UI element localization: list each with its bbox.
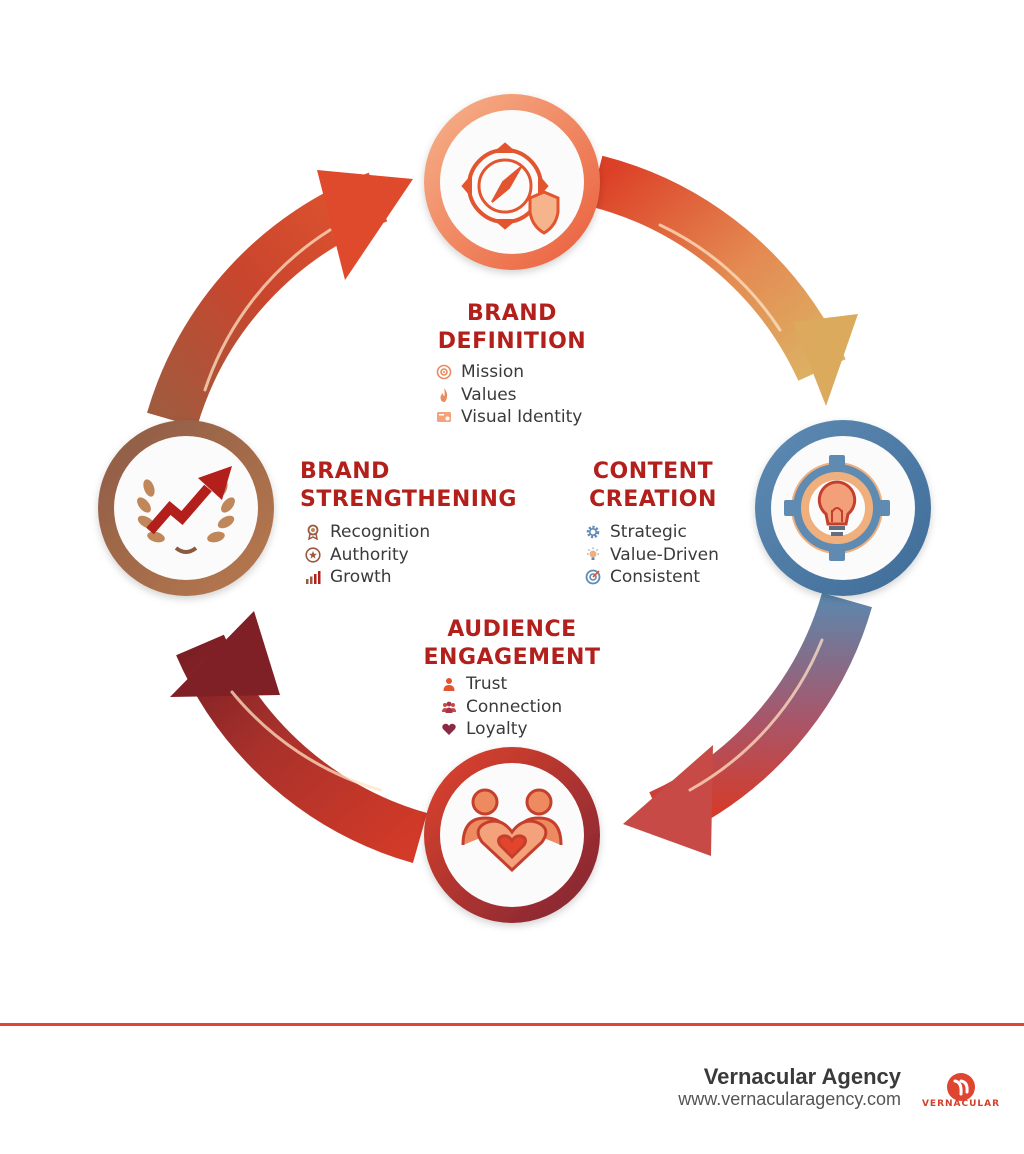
vernacular-logo-icon — [947, 1073, 975, 1101]
award-ribbon-icon — [304, 523, 322, 541]
heart-icon — [440, 720, 458, 738]
footer-company-name: Vernacular Agency — [703, 1064, 901, 1089]
image-card-icon — [435, 408, 453, 426]
arrow-highlights — [203, 223, 824, 792]
stage-items-audience-engagement: Trust Connection Loyalty — [440, 673, 562, 741]
arrowhead-top-left — [317, 170, 413, 280]
brand-cycle-diagram — [98, 94, 931, 923]
footer-url[interactable]: www.vernacularagency.com — [678, 1089, 901, 1109]
stage-items-brand-definition: Mission Values Visual Identity — [435, 361, 582, 429]
people-group-icon — [440, 698, 458, 716]
laurel-arrow-icon — [137, 466, 235, 554]
list-item: Authority — [304, 544, 430, 567]
logo-wordmark: VERNACULAR — [921, 1099, 1001, 1109]
flame-icon — [435, 386, 453, 404]
stage-title-brand-strengthening: BRAND STRENGTHENING — [300, 458, 517, 514]
stage-title-line2: STRENGTHENING — [300, 487, 517, 512]
star-badge-icon — [304, 546, 322, 564]
stage-title-audience-engagement: AUDIENCE ENGAGEMENT — [402, 616, 622, 672]
stage-title-line2: ENGAGEMENT — [423, 645, 601, 670]
list-item: Trust — [440, 673, 562, 696]
stage-title-line1: BRAND — [300, 459, 390, 484]
stage-title-content-creation: CONTENT CREATION — [573, 458, 733, 514]
target-check-icon — [584, 568, 602, 586]
list-item: Visual Identity — [435, 406, 582, 429]
arrow-definition-to-content — [589, 155, 846, 382]
arrowhead-bottom-right — [623, 745, 713, 856]
gear-lightbulb-icon — [784, 455, 890, 561]
list-item: Recognition — [304, 521, 430, 544]
stage-title-brand-definition: BRAND DEFINITION — [412, 300, 612, 356]
list-item: Connection — [440, 696, 562, 719]
list-item: Mission — [435, 361, 582, 384]
stage-items-content-creation: Strategic Value-Driven Consistent — [584, 521, 719, 589]
stage-items-brand-strengthening: Recognition Authority Growth — [304, 521, 430, 589]
stage-title-line2: DEFINITION — [437, 329, 587, 354]
list-item: Growth — [304, 566, 430, 589]
stage-title-line1: CONTENT — [592, 459, 714, 484]
list-item: Strategic — [584, 521, 719, 544]
target-icon — [435, 363, 453, 381]
footer-divider — [0, 1023, 1024, 1026]
arrowhead-top-right — [793, 314, 858, 406]
stage-title-line1: BRAND — [467, 301, 557, 326]
gear-icon — [584, 523, 602, 541]
bar-growth-icon — [304, 568, 322, 586]
list-item: Value-Driven — [584, 544, 719, 567]
compass-shield-icon — [461, 142, 560, 235]
list-item: Loyalty — [440, 718, 562, 741]
person-icon — [440, 675, 458, 693]
people-heart-icon — [461, 788, 563, 873]
list-item: Values — [435, 384, 582, 407]
arrow-heads — [170, 170, 858, 856]
arrowhead-bottom-left — [170, 611, 280, 697]
list-item: Consistent — [584, 566, 719, 589]
stage-title-line1: AUDIENCE — [447, 617, 577, 642]
stage-title-line2: CREATION — [589, 487, 717, 512]
lightbulb-icon — [584, 546, 602, 564]
